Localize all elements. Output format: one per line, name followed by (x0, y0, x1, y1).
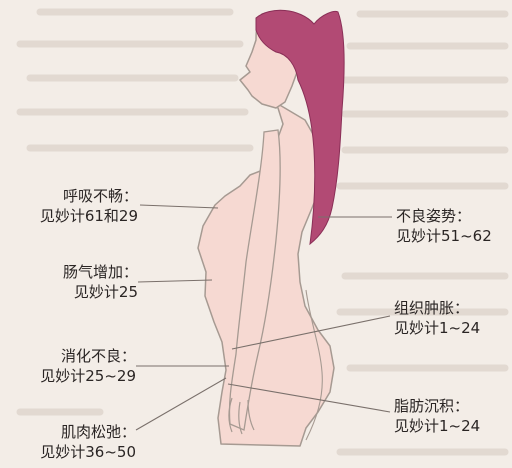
label-fat-ref: 见妙计1~24 (394, 416, 508, 436)
label-breathing-ref: 见妙计61和29 (6, 206, 138, 226)
label-gas: 肠气增加： 见妙计25 (6, 262, 138, 302)
label-muscle-title: 肌肉松弛： (6, 422, 136, 442)
label-swelling-title: 组织肿胀： (394, 298, 508, 318)
leader-gas (138, 280, 212, 282)
label-gas-ref: 见妙计25 (6, 282, 138, 302)
label-muscle: 肌肉松弛： 见妙计36~50 (6, 422, 136, 462)
label-breathing: 呼吸不畅： 见妙计61和29 (6, 186, 138, 226)
label-digestion-ref: 见妙计25~29 (6, 366, 136, 386)
label-digestion-title: 消化不良： (6, 346, 136, 366)
label-swelling-ref: 见妙计1~24 (394, 318, 508, 338)
label-posture-ref: 见妙计51~62 (396, 226, 510, 246)
leader-muscle (136, 378, 226, 430)
label-posture: 不良姿势： 见妙计51~62 (396, 206, 510, 246)
leader-breathing (140, 205, 218, 208)
label-fat-title: 脂肪沉积： (394, 396, 508, 416)
label-gas-title: 肠气增加： (6, 262, 138, 282)
label-muscle-ref: 见妙计36~50 (6, 442, 136, 462)
label-swelling: 组织肿胀： 见妙计1~24 (394, 298, 508, 338)
label-breathing-title: 呼吸不畅： (6, 186, 138, 206)
label-digestion: 消化不良： 见妙计25~29 (6, 346, 136, 386)
label-posture-title: 不良姿势： (396, 206, 510, 226)
label-fat: 脂肪沉积： 见妙计1~24 (394, 396, 508, 436)
